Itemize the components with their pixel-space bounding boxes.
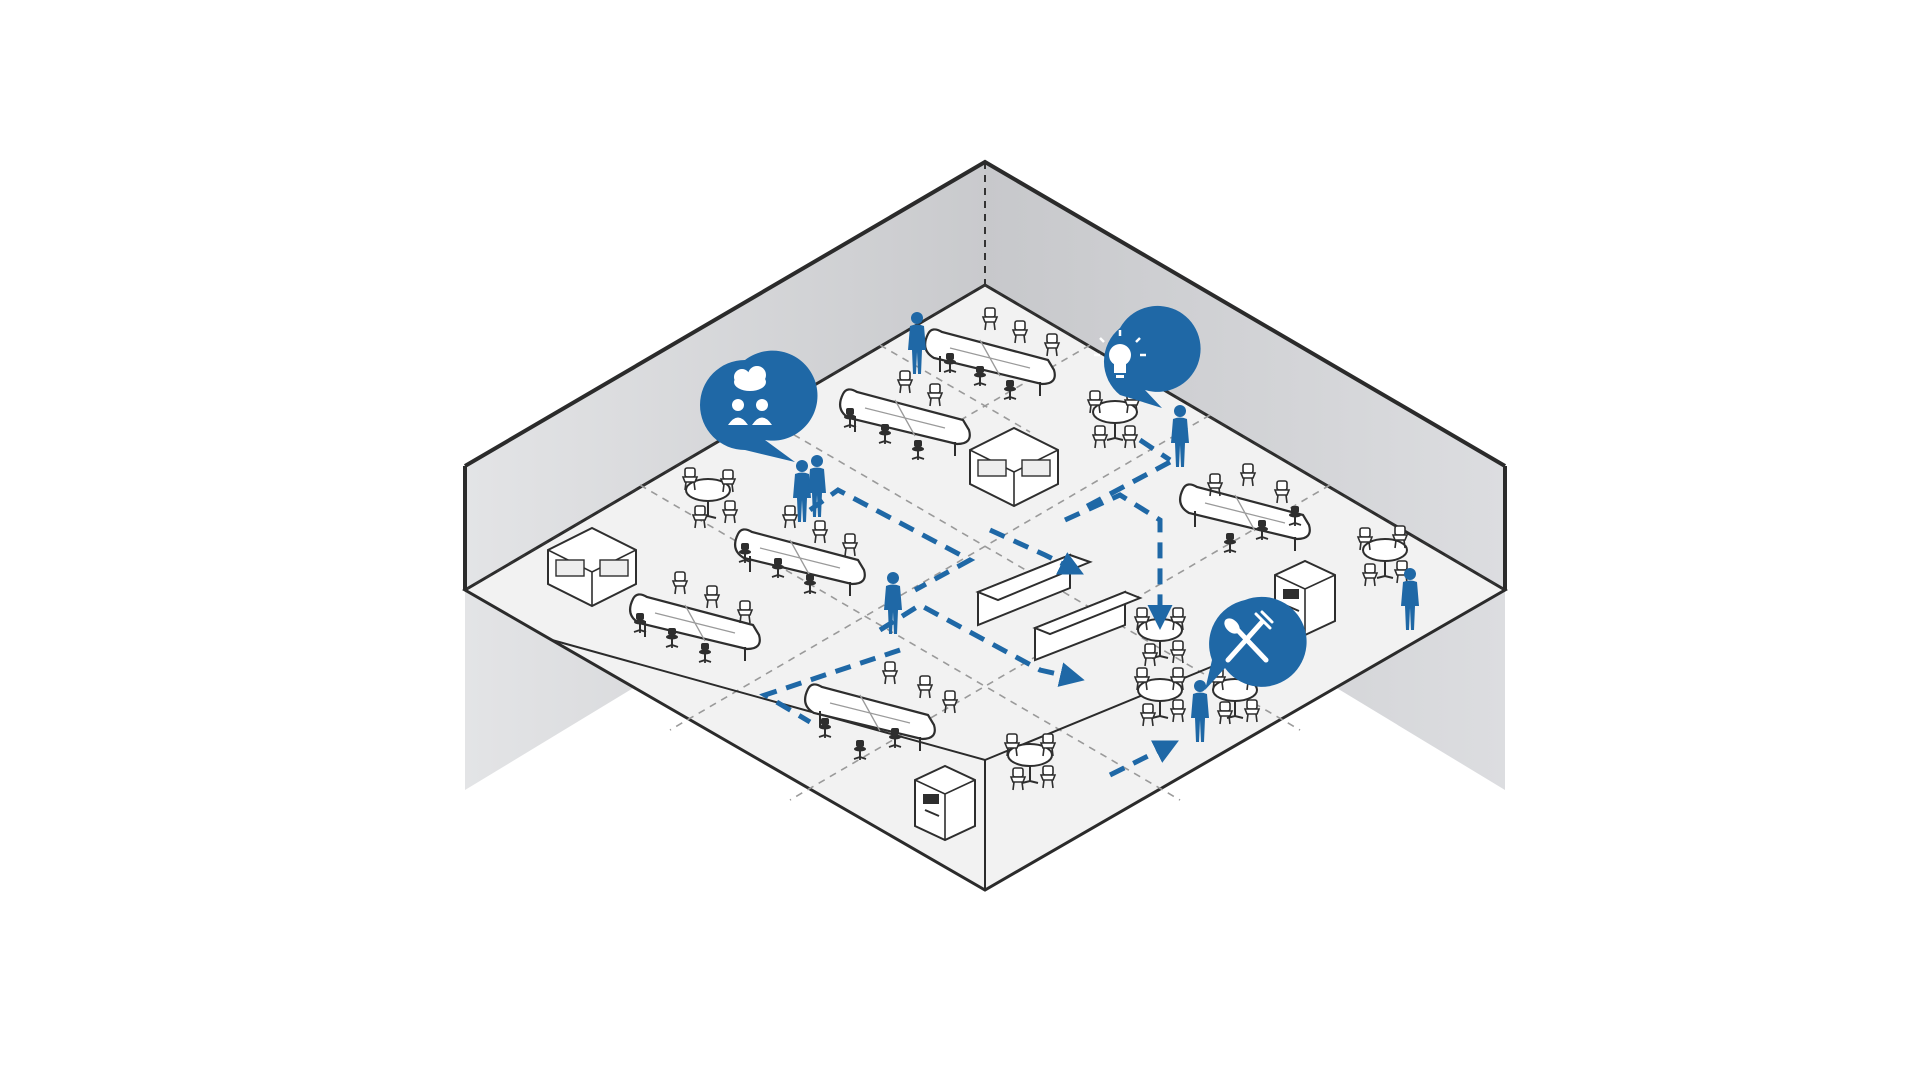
floor-back-right-edge bbox=[984, 284, 1506, 591]
circulation-paths bbox=[759, 437, 1179, 778]
idea-callout bbox=[1094, 305, 1201, 408]
phone-pod-bottom bbox=[914, 765, 976, 841]
lightbulb-icon bbox=[1094, 330, 1146, 378]
collaboration-callout bbox=[700, 350, 818, 462]
box-top-edge bbox=[463, 159, 1507, 468]
collaboration-icon bbox=[728, 366, 772, 425]
fork-spoon-icon bbox=[1224, 610, 1274, 663]
dining-callout bbox=[1205, 596, 1307, 690]
